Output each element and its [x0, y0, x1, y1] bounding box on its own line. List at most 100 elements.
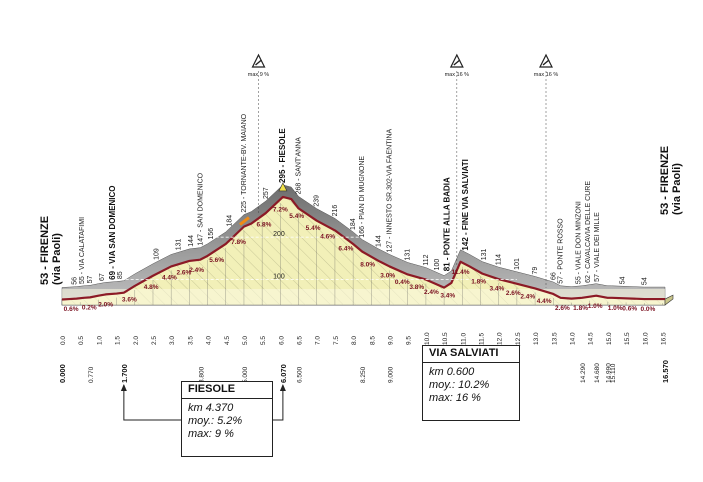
waypoint-label: 257: [263, 187, 270, 199]
gradient-label: 2.6%: [506, 290, 521, 297]
climb-box-average: moy.: 5.2%: [188, 415, 243, 427]
km-mark-label: 0.770: [88, 366, 95, 383]
gradient-label: 4.6%: [320, 234, 335, 241]
gradient-label: 2.4%: [520, 294, 535, 301]
km-mark-label: 1.700: [120, 364, 129, 383]
x-tick-label: 11.0: [460, 332, 467, 345]
waypoint-label: 69 - VIA SAN DOMENICO: [108, 185, 117, 279]
gradient-label: 0.6%: [64, 306, 79, 313]
max-gradient-signs: max 9 %max 16 %max 16 %: [248, 53, 559, 288]
gradient-label: 8.0%: [360, 262, 375, 269]
km-mark-label: 14.680: [594, 363, 601, 383]
end-label-title: 53 - FIRENZE: [659, 146, 671, 215]
gradient-label: 2.6%: [555, 305, 570, 312]
waypoint-label: 166 - PIAN DI MUGNONE: [359, 156, 366, 238]
x-tick-label: 3.0: [169, 336, 176, 345]
gradient-label: 7.8%: [231, 239, 246, 246]
waypoint-label: 225 - TORNANTE-BV. MAIANO: [241, 113, 248, 212]
x-tick-label: 14.5: [588, 332, 595, 345]
x-tick-label: 7.0: [315, 336, 322, 345]
waypoint-label: 54: [619, 276, 626, 284]
gradient-label: 0.6%: [622, 305, 637, 312]
gradient-label: 1.0%: [608, 305, 623, 312]
slope-icon: [453, 59, 461, 66]
waypoint-label: 81 - PONTE ALLA BADIA: [443, 177, 452, 271]
x-tick-label: 10.0: [424, 332, 431, 345]
x-tick-label: 1.0: [96, 336, 103, 345]
waypoint-label: 57 - PONTE ROSSO: [558, 218, 565, 284]
x-tick-label: 4.5: [224, 336, 231, 345]
km-mark-label: 14.990: [606, 363, 613, 383]
reference-level-label: 100: [273, 274, 285, 281]
gradient-label: 3.0%: [380, 273, 395, 280]
max-gradient-sign-icon: [539, 53, 553, 68]
waypoint-label: 144: [376, 235, 383, 247]
gradient-label: 3.4%: [440, 292, 455, 299]
profile-base-strip: [62, 289, 665, 305]
climb-box-via-salviati: VIA SALVIATI km 0.600 moy.: 10.2% max: 1…: [422, 345, 520, 421]
max-gradient-label: max 16 %: [534, 72, 559, 78]
waypoint-label: 131: [405, 249, 412, 261]
waypoint-label: 101: [514, 258, 521, 270]
x-tick-label: 2.5: [151, 336, 158, 345]
gradient-label: 11.4%: [451, 269, 469, 276]
gradient-label: 6.8%: [257, 221, 272, 228]
max-gradient-label: max 16 %: [445, 72, 470, 78]
waypoint-label: 144: [188, 235, 195, 247]
waypoint-label: 127 - INNESTO SR.302-VIA FAENTINA: [387, 129, 394, 253]
waypoint-label: 55 - VIA CALATAFIMI: [79, 217, 86, 284]
x-tick-label: 0.5: [78, 336, 85, 345]
x-tick-label: 15.5: [624, 332, 631, 345]
arrow-up-icon: [120, 384, 127, 391]
climb-box-average: moy.: 10.2%: [429, 379, 490, 391]
waypoint-label: 66: [550, 272, 557, 280]
gradient-label: 0.4%: [395, 279, 410, 286]
x-tick-label: 5.0: [242, 336, 249, 345]
waypoint-label: 67: [99, 273, 106, 281]
x-tick-label: 5.5: [260, 336, 267, 345]
gradient-label: 0.2%: [82, 304, 97, 311]
x-tick-label: 16.0: [642, 332, 649, 345]
waypoint-label: 57 - VIALE DEI MILLE: [594, 212, 601, 282]
profile-hatch: [62, 196, 665, 305]
gradient-label: 5.6%: [209, 257, 224, 264]
reference-level-label: 200: [273, 231, 285, 238]
x-tick-label: 9.5: [406, 336, 413, 345]
waypoint-label: 112: [423, 254, 430, 265]
waypoint-label: 184: [226, 215, 233, 227]
climb-box-max: max: 9 %: [188, 428, 234, 440]
x-tick-label: 11.5: [478, 332, 485, 345]
x-tick-label: 8.5: [369, 336, 376, 345]
waypoint-label: 184: [350, 218, 357, 230]
waypoint-label: 62 - CAVALCAVIA DELLE CURE: [585, 181, 592, 283]
waypoint-label: 131: [175, 238, 182, 250]
gradient-label: 1.8%: [471, 279, 486, 286]
end-label-subtitle: (via Paoli): [671, 163, 683, 215]
profile-body: 200 100: [61, 182, 674, 306]
x-tick-label: 9.0: [388, 336, 395, 345]
x-tick-label: 6.5: [297, 336, 304, 345]
waypoint-label: 114: [496, 254, 503, 265]
waypoint-label: 79: [532, 267, 539, 275]
gradient-label: 6.4%: [338, 246, 353, 253]
waypoint-label: 147 - SAN DOMENICO: [197, 172, 204, 245]
gradient-label: 3.8%: [409, 284, 424, 291]
waypoint-label: 57: [87, 275, 94, 283]
x-tick-label: 7.5: [333, 336, 340, 345]
climb-box-fiesole: FIESOLE km 4.370 moy.: 5.2% max: 9 %: [181, 381, 273, 457]
km-mark-label: 16.570: [661, 360, 670, 383]
gradient-label: 1.0%: [588, 303, 603, 310]
fiesole-leader-left: [123, 385, 181, 421]
waypoint-label: 56: [72, 277, 79, 285]
waypoint-label: 156: [208, 228, 215, 240]
gradient-label: 7.2%: [273, 206, 288, 213]
waypoint-label: 142 - FINE VIA SALVIATI: [461, 159, 470, 250]
x-tick-label: 0.0: [60, 336, 67, 345]
gradient-label: 4.4%: [537, 298, 552, 305]
x-tick-label: 12.5: [515, 332, 522, 345]
km-mark-label: 8.250: [360, 366, 367, 383]
slope-icon: [255, 59, 262, 66]
